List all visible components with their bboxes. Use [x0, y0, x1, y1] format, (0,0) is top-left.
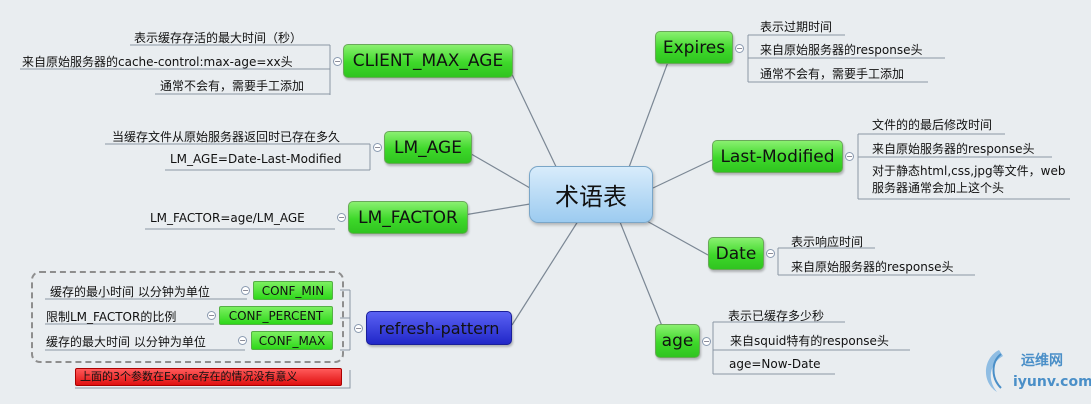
collapse-toggle-icon[interactable] [333, 57, 342, 66]
watermark-brand-cn: 运维网 [1021, 353, 1063, 369]
connector-age [619, 221, 663, 327]
note-date-1: 表示响应时间 [791, 235, 864, 249]
collapse-toggle-icon[interactable] [766, 249, 775, 258]
collapse-toggle-icon[interactable] [845, 152, 854, 161]
central-topic-label: 术语表 [555, 183, 627, 211]
connector-refresh-pattern [511, 217, 581, 326]
note-lm-age-1: 当缓存文件从原始服务器返回时已存在多久 [112, 130, 341, 144]
note-last-modified-2: 来自原始服务器的response头 [872, 142, 1035, 156]
topic-expires-label: Expires [662, 37, 726, 58]
note-conf-min: 缓存的最小时间 以分钟为单位 [50, 285, 210, 299]
collapse-toggle-icon[interactable] [702, 337, 711, 346]
collapse-toggle-icon[interactable] [238, 336, 247, 345]
topic-date-label: Date [715, 243, 757, 264]
topic-lm-factor[interactable]: LM_FACTOR [348, 201, 468, 234]
watermark-swoosh-icon [985, 350, 1003, 392]
note-client-max-age-1: 表示缓存存活的最大时间（秒） [134, 31, 303, 45]
collapse-toggle-icon[interactable] [241, 286, 250, 295]
note-client-max-age-3: 通常不会有，需要手工添加 [160, 79, 305, 93]
sub-topic-conf-percent-label: CONF_PERCENT [228, 308, 324, 323]
central-topic[interactable]: 术语表 [529, 166, 653, 223]
sub-topic-conf-percent[interactable]: CONF_PERCENT [219, 306, 333, 325]
collapse-toggle-icon[interactable] [735, 44, 744, 53]
note-expires-1: 表示过期时间 [760, 20, 833, 34]
sub-topic-conf-min-label: CONF_MIN [261, 283, 325, 298]
note-lm-factor-1: LM_FACTOR=age/LM_AGE [150, 211, 305, 225]
sub-topic-conf-min[interactable]: CONF_MIN [253, 281, 333, 300]
note-conf-percent: 限制LM_FACTOR的比例 [46, 310, 177, 324]
topic-lm-age-label: LM_AGE [394, 137, 462, 158]
sub-topic-conf-max[interactable]: CONF_MAX [251, 331, 333, 350]
note-expires-3: 通常不会有，需要手工添加 [760, 67, 905, 81]
topic-last-modified-label: Last-Modified [720, 146, 835, 167]
watermark-logo: 运维网 iyunv.com [985, 346, 1091, 398]
connector-lm-factor [463, 203, 531, 216]
connector-client-max-age [507, 65, 561, 176]
watermark-brand-domain: iyunv.com [1013, 374, 1091, 390]
connector-lm-age [465, 150, 531, 189]
note-age-1: 表示已缓存多少秒 [728, 309, 825, 323]
note-last-modified-1: 文件的的最后修改时间 [872, 118, 993, 132]
topic-date[interactable]: Date [708, 237, 764, 270]
topic-client-max-age[interactable]: CLIENT_MAX_AGE [343, 44, 513, 78]
note-last-modified-3: 对于静态html,css,jpg等文件，web服务器通常会加上这个头 [872, 164, 1066, 195]
topic-refresh-pattern[interactable]: refresh-pattern [366, 311, 512, 345]
collapse-toggle-icon[interactable] [373, 143, 382, 152]
refresh-pattern-group-box [31, 271, 344, 363]
collapse-toggle-icon[interactable] [354, 324, 363, 333]
topic-age[interactable]: age [655, 324, 700, 358]
connector-expires [627, 61, 669, 171]
topic-lm-factor-label: LM_FACTOR [358, 207, 458, 228]
topic-expires[interactable]: Expires [655, 31, 733, 64]
connector-last-modified [652, 159, 713, 189]
topic-age-label: age [661, 331, 694, 351]
note-expires-2: 来自原始服务器的response头 [760, 43, 923, 57]
collapse-toggle-icon[interactable] [337, 213, 346, 222]
refresh-pattern-warning-note: 上面的3个参数在Expire存在的情况没有意义 [75, 368, 342, 386]
sub-topic-conf-max-label: CONF_MAX [258, 333, 326, 348]
topic-last-modified[interactable]: Last-Modified [712, 140, 843, 173]
collapse-toggle-icon[interactable] [207, 311, 216, 320]
note-age-3: age=Now-Date [729, 357, 821, 371]
note-age-2: 来自squid特有的response头 [730, 334, 889, 348]
topic-lm-age[interactable]: LM_AGE [384, 131, 472, 164]
note-lm-age-2: LM_AGE=Date-Last-Modified [170, 152, 342, 166]
note-conf-max: 缓存的最大时间 以分钟为单位 [46, 335, 206, 349]
topic-refresh-pattern-label: refresh-pattern [378, 318, 500, 338]
note-client-max-age-2: 来自原始服务器的cache-control:max-age=xx头 [22, 55, 293, 69]
note-date-2: 来自原始服务器的response头 [791, 260, 954, 274]
connector-date [644, 219, 709, 256]
topic-client-max-age-label: CLIENT_MAX_AGE [352, 51, 504, 71]
